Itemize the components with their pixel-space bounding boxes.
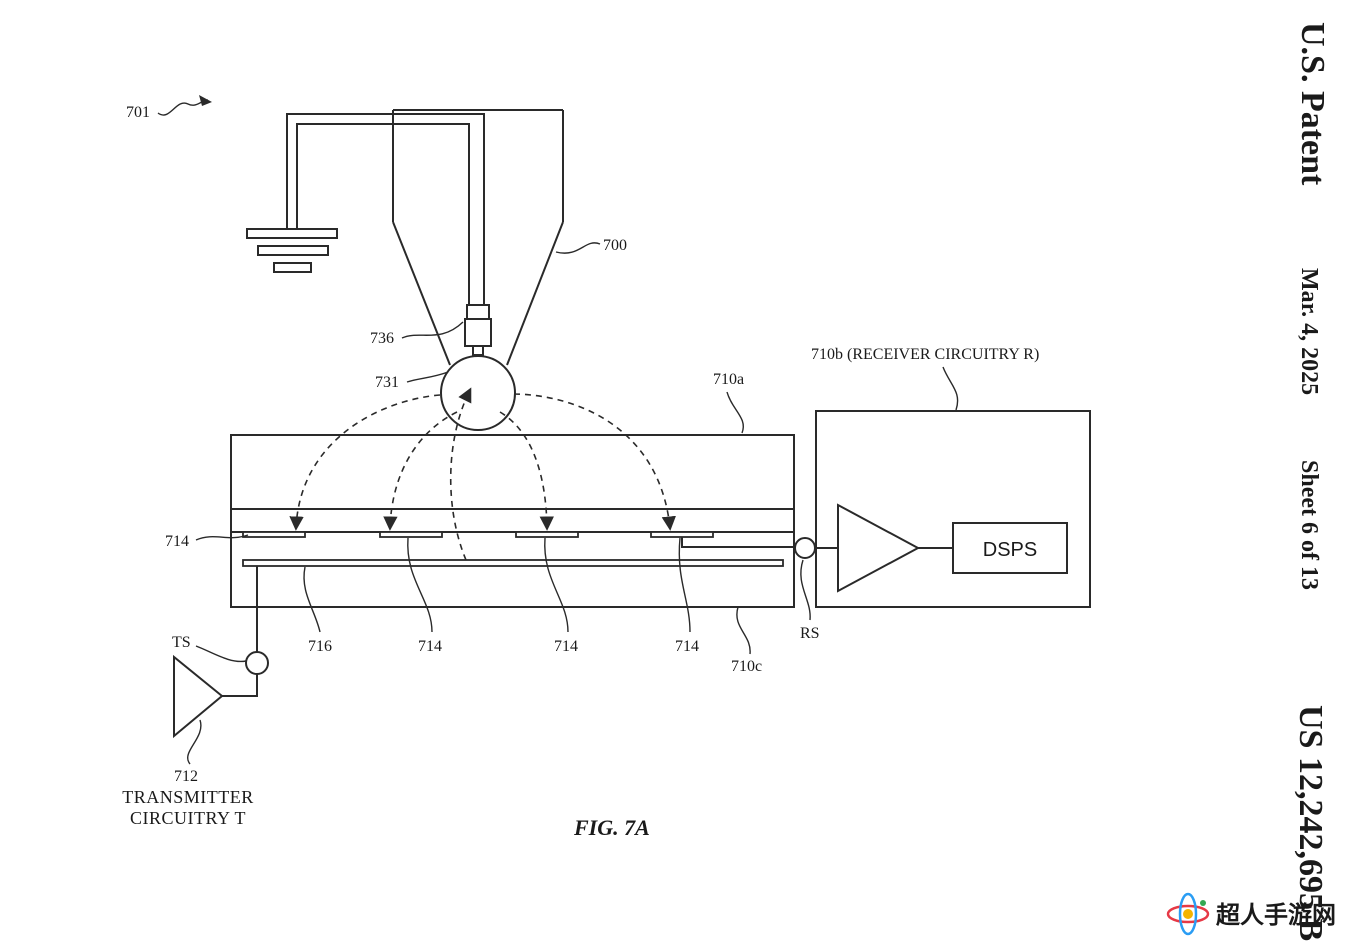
ts-node <box>245 651 269 675</box>
electrode-714-1 <box>242 531 306 538</box>
leader-716 <box>303 566 321 633</box>
transmitter-label-line1: TRANSMITTER <box>122 787 254 807</box>
stylus-tip <box>440 355 516 431</box>
leader-736 <box>401 321 464 339</box>
leader-710b <box>942 366 959 411</box>
label-710a: 710a <box>713 371 744 388</box>
label-716: 716 <box>308 638 332 655</box>
label-710b: 710b (RECEIVER CIRCUITRY R) <box>811 346 1039 363</box>
label-731: 731 <box>375 374 399 391</box>
watermark-text: 超人手游网 <box>1216 901 1336 929</box>
label-rs: RS <box>800 625 820 642</box>
label-714-c: 714 <box>554 638 578 655</box>
watermark-logo-icon <box>1166 892 1210 936</box>
leader-714-c <box>544 537 569 633</box>
stylus-body <box>392 109 564 366</box>
patent-date: Mar. 4, 2025 <box>1296 268 1322 395</box>
electrode-layer-716 <box>242 559 784 567</box>
leader-714-d <box>678 537 691 633</box>
touch-panel <box>230 434 795 608</box>
arrowhead-701 <box>199 95 212 106</box>
patent-number: US 12,242,695 B <box>1292 705 1329 941</box>
figure-caption: FIG. 7A <box>573 815 650 840</box>
dsps-block <box>952 522 1068 574</box>
label-710c: 710c <box>731 658 762 675</box>
leader-712 <box>187 719 202 765</box>
transmitter-amplifier <box>173 654 224 739</box>
leader-714-left <box>195 534 249 541</box>
leader-ts <box>195 645 247 663</box>
label-701: 701 <box>126 104 150 121</box>
receiver-box <box>815 410 1091 608</box>
sheet-number: Sheet 6 of 13 <box>1296 460 1322 590</box>
ground-wiring <box>286 113 485 305</box>
field-lines <box>289 387 676 561</box>
label-714-d: 714 <box>675 638 699 655</box>
ground-symbol <box>246 228 338 273</box>
component-736 <box>464 304 492 356</box>
leader-701 <box>157 99 209 116</box>
rs-node <box>794 537 816 559</box>
dsps-label: DSPS <box>983 539 1037 561</box>
label-712: 712 <box>174 768 198 785</box>
leader-714-b <box>407 537 433 633</box>
leader-rs <box>800 559 811 621</box>
patent-label: U.S. Patent <box>1294 22 1331 186</box>
electrode-714-4 <box>650 531 714 538</box>
rs-trace <box>681 537 794 548</box>
transmitter-label-line2: CIRCUITRY T <box>130 808 246 828</box>
label-ts: TS <box>172 634 191 651</box>
electrode-714-2 <box>379 531 443 538</box>
receiver-amplifier <box>837 503 921 593</box>
label-714-b: 714 <box>418 638 442 655</box>
label-714-left: 714 <box>165 533 189 550</box>
watermark: 超人手游网 <box>1166 892 1336 936</box>
leader-710c <box>736 606 751 655</box>
leader-710a <box>726 391 744 434</box>
label-700: 700 <box>603 237 627 254</box>
electrode-714-3 <box>515 531 579 538</box>
leader-700 <box>555 242 601 254</box>
ts-to-amp <box>222 674 258 697</box>
leader-731 <box>406 371 449 383</box>
label-736: 736 <box>370 330 394 347</box>
